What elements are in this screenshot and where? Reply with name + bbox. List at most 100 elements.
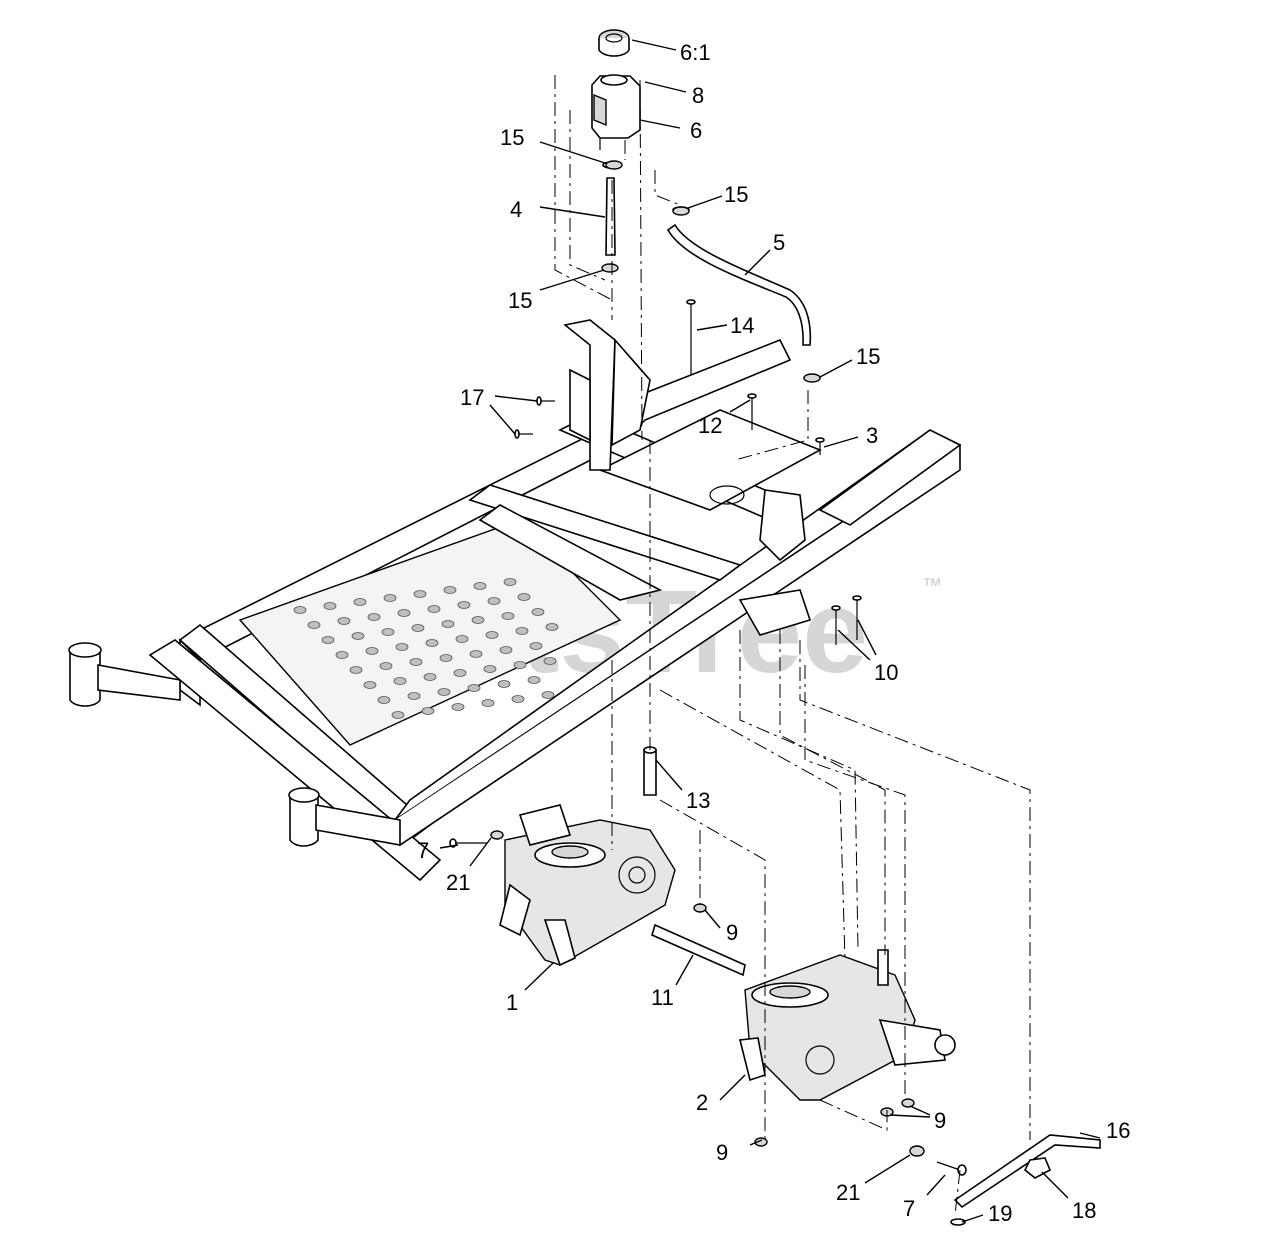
callout-10: 10: [874, 660, 898, 685]
leader-lines: [439, 39, 1101, 1223]
floor-hole: [543, 657, 557, 665]
floor-hole: [397, 609, 411, 617]
washers-nuts: [449, 830, 967, 1176]
callout-8: 8: [692, 83, 704, 108]
floor-hole: [349, 666, 363, 674]
floor-hole: [427, 605, 441, 613]
callout-6-1: 6:1: [680, 40, 711, 65]
floor-hole: [383, 594, 397, 602]
callout-15-b: 15: [724, 182, 748, 207]
floor-hole: [411, 624, 425, 632]
floor-hole: [441, 620, 455, 628]
callout-13: 13: [686, 788, 710, 813]
callout-9-b: 9: [934, 1108, 946, 1133]
connecting-shaft: [651, 923, 746, 977]
floor-hole: [473, 582, 487, 590]
callout-7-a: 7: [417, 838, 429, 863]
floor-hole: [457, 601, 471, 609]
callout-15-a: 15: [500, 125, 524, 150]
floor-hole: [307, 621, 321, 629]
floor-hole: [337, 617, 351, 625]
floor-hole: [381, 628, 395, 636]
hose-clamps: [601, 160, 821, 383]
floor-hole: [531, 608, 545, 616]
callout-17: 17: [460, 385, 484, 410]
callout-15-d: 15: [856, 344, 880, 369]
floor-hole: [443, 586, 457, 594]
floor-hole: [421, 707, 435, 715]
callout-19: 19: [988, 1201, 1012, 1226]
callout-4: 4: [510, 197, 522, 222]
floor-hole: [471, 616, 485, 624]
assembly-lines: [554, 75, 1031, 1216]
floor-hole: [391, 711, 405, 719]
floor-hole: [469, 650, 483, 658]
floor-hole: [511, 695, 525, 703]
reservoir-cap: [598, 29, 630, 57]
floor-hole: [503, 578, 517, 586]
floor-hole: [497, 680, 511, 688]
callout-5: 5: [773, 230, 785, 255]
floor-hole: [407, 692, 421, 700]
mower-frame: [68, 319, 962, 882]
floor-hole: [541, 691, 555, 699]
floor-hole: [379, 662, 393, 670]
floor-hole: [451, 703, 465, 711]
floor-hole: [293, 606, 307, 614]
bolts: [514, 299, 862, 645]
callout-18: 18: [1072, 1198, 1096, 1223]
callout-3: 3: [866, 423, 878, 448]
callout-21-a: 21: [446, 870, 470, 895]
floor-hole: [323, 602, 337, 610]
floor-hole: [529, 642, 543, 650]
spacer-tube: [643, 746, 657, 796]
floor-hole: [365, 647, 379, 655]
floor-hole: [437, 688, 451, 696]
callout-2: 2: [696, 1090, 708, 1115]
floor-hole: [513, 661, 527, 669]
floor-hole: [425, 639, 439, 647]
floor-hole: [351, 632, 365, 640]
floor-hole: [335, 651, 349, 659]
floor-hole: [395, 643, 409, 651]
floor-hole: [439, 654, 453, 662]
callout-16: 16: [1106, 1118, 1130, 1143]
floor-hole: [499, 646, 513, 654]
floor-hole: [485, 631, 499, 639]
floor-hole: [423, 673, 437, 681]
floor-hole: [481, 699, 495, 707]
floor-hole: [353, 598, 367, 606]
callout-11: 11: [651, 985, 674, 1010]
floor-holes: [293, 578, 559, 719]
callout-21-b: 21: [836, 1180, 860, 1205]
hose-short: [602, 161, 620, 256]
hydrostatic-transmission-left: [499, 804, 676, 967]
floor-hole: [455, 635, 469, 643]
floor-hole: [413, 590, 427, 598]
callout-12: 12: [698, 413, 722, 438]
floor-hole: [483, 665, 497, 673]
callout-9-a: 9: [726, 920, 738, 945]
floor-hole: [515, 627, 529, 635]
callout-14: 14: [730, 313, 754, 338]
floor-hole: [453, 669, 467, 677]
floor-hole: [501, 612, 515, 620]
callout-7-b: 7: [903, 1196, 915, 1221]
floor-hole: [487, 597, 501, 605]
callout-15-c: 15: [508, 288, 532, 313]
callout-labels: 6:1 8 6 15 15 4 5 15 14 15 17 12 3 10 13…: [417, 40, 1130, 1226]
floor-hole: [527, 676, 541, 684]
callout-1: 1: [506, 990, 518, 1015]
watermark-trademark: ™: [922, 575, 942, 597]
hydrostatic-transmission-right: [739, 949, 956, 1101]
callout-9-c: 9: [716, 1140, 728, 1165]
floor-hole: [409, 658, 423, 666]
callout-6: 6: [690, 118, 702, 143]
floor-hole: [393, 677, 407, 685]
floor-hole: [377, 696, 391, 704]
hydraulic-reservoir: [591, 74, 641, 150]
floor-hole: [467, 684, 481, 692]
floor-hole: [321, 636, 335, 644]
floor-hole: [545, 623, 559, 631]
